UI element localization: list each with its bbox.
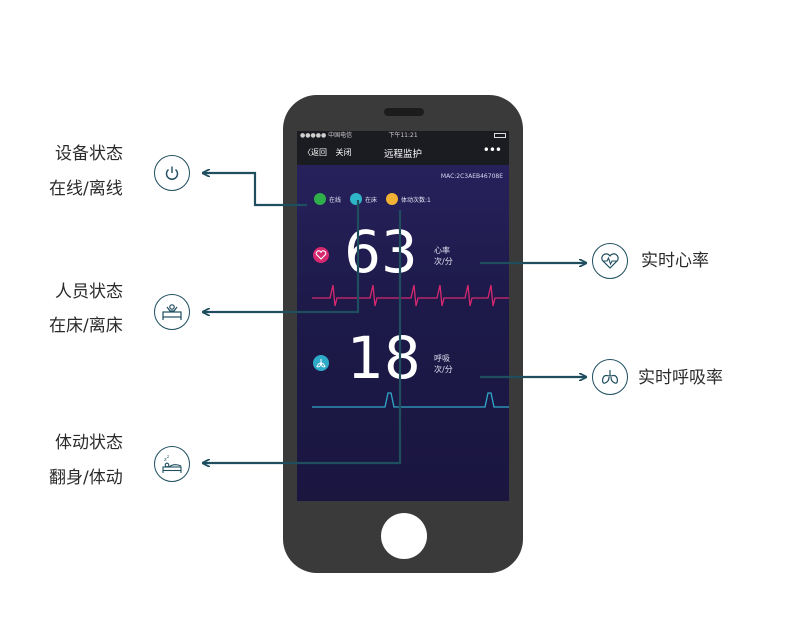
person-in-bed-icon — [154, 294, 190, 330]
status-bar: ●●●●● 中国电信 下午11:21 — [297, 131, 509, 141]
breath-rate-unit-text: 次/分 — [434, 365, 453, 374]
phone-screen: ●●●●● 中国电信 下午11:21 〈返回 关闭 远程监护 ••• MAC:2… — [297, 131, 509, 501]
breath-rate-unit: 呼吸 次/分 — [434, 353, 453, 375]
heart-rate-unit-text: 次/分 — [434, 257, 453, 266]
chevron-left-icon: 〈 — [303, 148, 311, 157]
carrier-text: ●●●●● 中国电信 — [300, 132, 353, 139]
phone-mockup: ●●●●● 中国电信 下午11:21 〈返回 关闭 远程监护 ••• MAC:2… — [283, 95, 523, 573]
heart-rate-title: 实时心率 — [641, 251, 709, 271]
person-status-sub: 在床/离床 — [49, 316, 123, 336]
heart-rate-unit: 心率 次/分 — [434, 245, 453, 267]
back-label: 返回 — [311, 148, 327, 157]
motion-icon — [386, 193, 398, 205]
mac-address: MAC:2C3AEB46708E — [440, 173, 503, 180]
battery-icon — [494, 133, 506, 138]
power-icon — [154, 155, 190, 191]
heart-pulse-icon — [592, 243, 628, 279]
lungs-icon — [592, 359, 628, 395]
motion-status-sub: 翻身/体动 — [49, 468, 123, 488]
breath-waveform — [312, 392, 509, 408]
chip-in-bed-label: 在床 — [365, 196, 378, 204]
breath-rate-label: 呼吸 — [434, 354, 450, 363]
more-button[interactable]: ••• — [482, 143, 502, 157]
phone-speaker — [384, 108, 424, 116]
close-button[interactable]: 关闭 — [335, 148, 352, 157]
breath-rate-title: 实时呼吸率 — [638, 368, 723, 388]
clock-text: 下午11:21 — [388, 132, 418, 139]
page-title: 远程监护 — [383, 149, 422, 160]
chip-motion-label: 体动次数:1 — [401, 196, 431, 204]
svg-text:z: z — [167, 454, 169, 459]
back-button[interactable]: 〈返回 关闭 — [303, 147, 352, 158]
chip-motion: 体动次数:1 — [386, 193, 431, 205]
person-status-title: 人员状态 — [55, 282, 123, 302]
motion-status-title: 体动状态 — [55, 433, 123, 453]
heart-rate-label: 心率 — [434, 246, 450, 255]
heart-waveform — [312, 284, 509, 307]
device-status-sub: 在线/离线 — [49, 179, 123, 199]
nav-bar: 〈返回 关闭 远程监护 ••• — [297, 141, 509, 165]
waveforms — [312, 284, 509, 408]
home-button[interactable] — [381, 513, 427, 559]
svg-text:z: z — [164, 457, 167, 463]
device-status-title: 设备状态 — [55, 144, 123, 164]
